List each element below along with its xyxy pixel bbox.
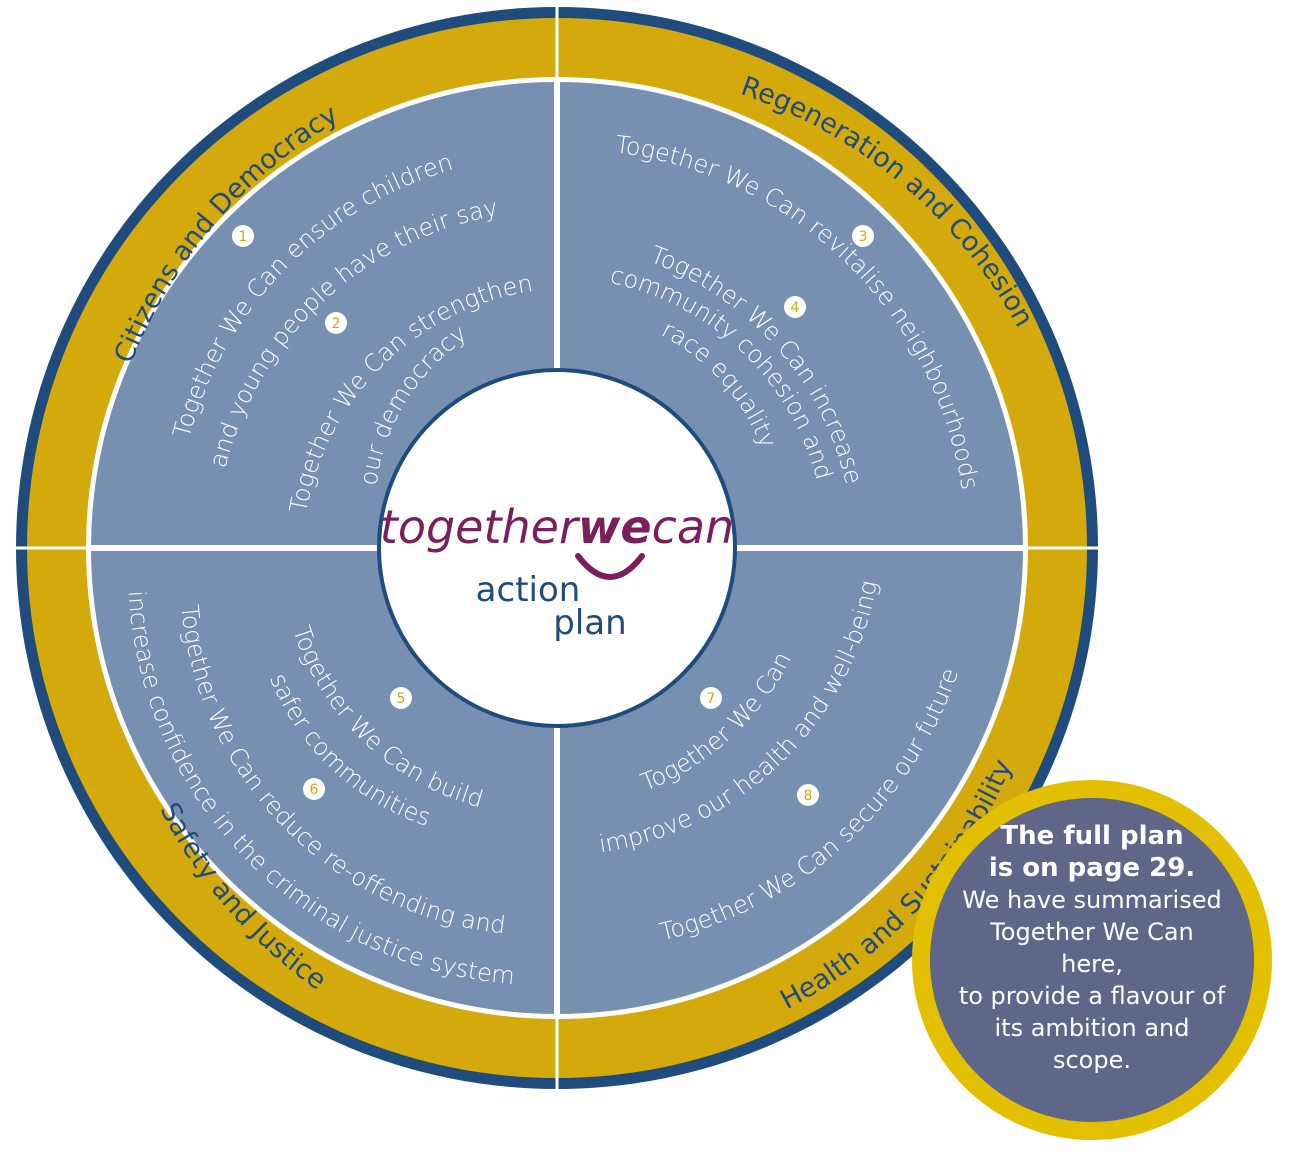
svg-text:7: 7 bbox=[707, 691, 716, 707]
goal-badge-8: 8 bbox=[797, 784, 819, 806]
svg-text:6: 6 bbox=[310, 782, 319, 798]
svg-text:4: 4 bbox=[791, 300, 800, 316]
callout-body-line-3: to provide a flavour of bbox=[958, 982, 1226, 1010]
goal-badge-4: 4 bbox=[784, 296, 806, 318]
goal-badge-1: 1 bbox=[232, 225, 254, 247]
goal-badge-7: 7 bbox=[700, 687, 722, 709]
logo-wordmark: togetherwecan bbox=[380, 500, 734, 554]
logo-action-text: action bbox=[476, 570, 581, 610]
goal-badge-6: 6 bbox=[303, 778, 325, 800]
logo-smile bbox=[575, 553, 645, 580]
svg-text:1: 1 bbox=[239, 229, 248, 245]
svg-text:3: 3 bbox=[859, 229, 868, 245]
goal-badge-2: 2 bbox=[325, 312, 347, 334]
callout-body-line-5: scope. bbox=[1052, 1046, 1131, 1074]
svg-text:5: 5 bbox=[397, 691, 406, 707]
callout-title-line-2: is on page 29. bbox=[988, 853, 1196, 883]
center-disc bbox=[377, 368, 737, 728]
goal-badge-5: 5 bbox=[390, 687, 412, 709]
callout-body-line-1: We have summarised bbox=[962, 886, 1222, 914]
svg-text:2: 2 bbox=[332, 316, 341, 332]
callout-body-line-2: Together We Can here, bbox=[990, 918, 1194, 978]
callout-body-line-4: its ambition and bbox=[994, 1014, 1190, 1042]
logo-plan-text: plan bbox=[553, 603, 626, 643]
full-plan-callout: The full plan is on page 29. We have sum… bbox=[912, 780, 1272, 1140]
goal-badge-3: 3 bbox=[852, 225, 874, 247]
callout-title-line-1: The full plan bbox=[1000, 821, 1184, 851]
svg-text:8: 8 bbox=[804, 788, 813, 804]
